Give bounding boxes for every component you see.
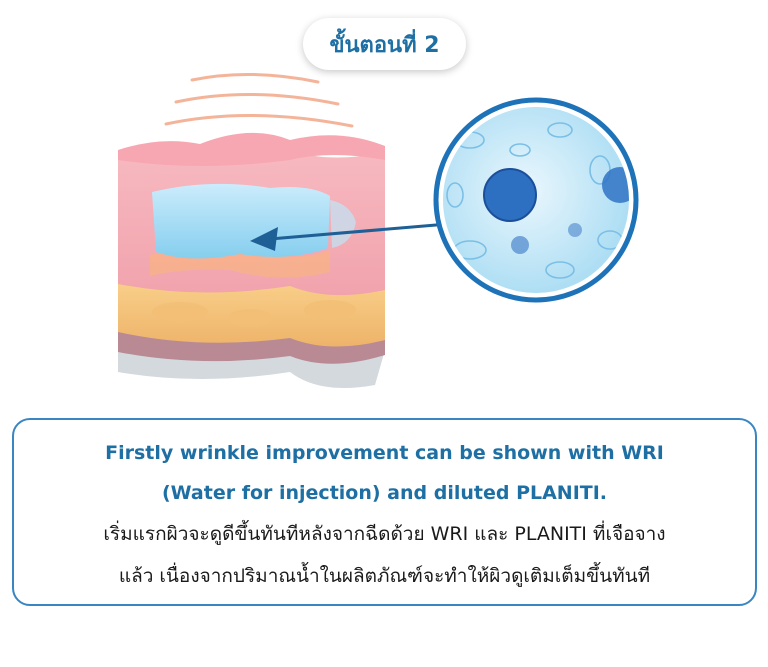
steam-waves-icon <box>164 73 354 128</box>
cell-magnifier-illustration <box>433 97 639 303</box>
caption-english-line-1: Firstly wrinkle improvement can be shown… <box>105 442 664 464</box>
caption-box: Firstly wrinkle improvement can be shown… <box>12 418 757 606</box>
step-label: ขั้นตอนที่ 2 <box>303 18 466 70</box>
arrow-left-icon <box>250 222 449 251</box>
caption-english-line-2: (Water for injection) and diluted PLANIT… <box>161 482 608 504</box>
caption-thai-line-1: เริ่มแรกผิวจะดูดีขึ้นทันทีหลังจากฉีดด้วย… <box>103 523 666 545</box>
illustration <box>118 73 639 389</box>
skin-cross-section-illustration <box>118 132 385 389</box>
caption-thai-line-2: แล้ว เนื่องจากปริมาณน้ำในผลิตภัณฑ์จะทำให… <box>118 565 651 587</box>
